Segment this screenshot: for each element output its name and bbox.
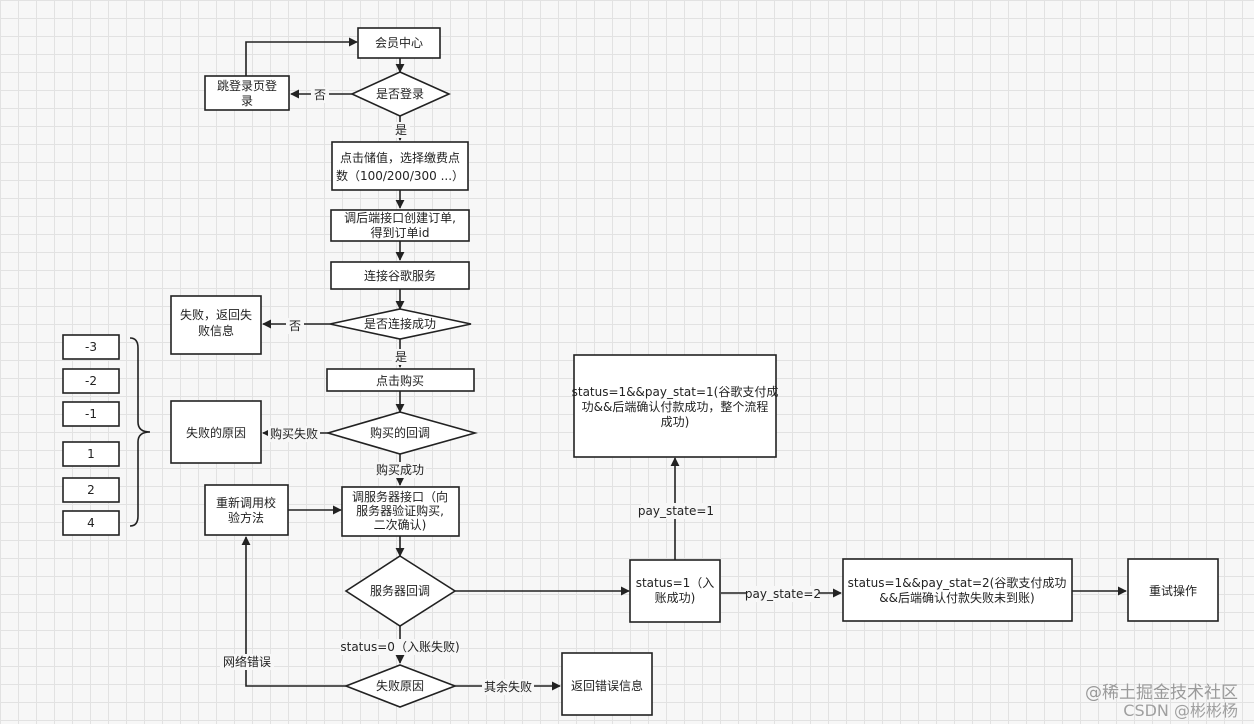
watermark-juejin: @稀土掘金技术社区: [1085, 683, 1238, 703]
label-is-connected: 是否连接成功: [364, 316, 436, 331]
label-goto-login-1: 跳登录页登: [217, 78, 277, 93]
label-fail-return-2: 败信息: [198, 323, 234, 338]
node-status-1: [629, 559, 721, 623]
error-code-box: [62, 441, 120, 467]
edge-label-no-connect: 否: [289, 319, 301, 333]
label-retry: 重试操作: [1149, 583, 1197, 598]
node-connect-google: [330, 261, 470, 290]
label-connect-google: 连接谷歌服务: [364, 268, 436, 283]
label-click-recharge-1: 点击储值，选择缴费点: [340, 150, 460, 165]
nodes: [170, 27, 1219, 716]
label-member-center: 会员中心: [375, 35, 423, 50]
edge-label-status-0: status=0（入账失败): [340, 639, 459, 654]
error-code-label: 1: [87, 447, 95, 461]
label-state-success-line: 成功): [661, 415, 690, 429]
node-is-logged-in: [350, 71, 451, 117]
label-call-server-verify-1: 调服务器接口（向: [352, 489, 448, 504]
edge-label-yes-connect: 是: [395, 350, 407, 364]
node-state-success: [573, 354, 777, 458]
node-server-callback: [344, 555, 457, 627]
watermark: @稀土掘金技术社区 CSDN @彬彬杨: [1085, 683, 1238, 720]
label-fail-reason-decision: 失败原因: [376, 678, 424, 693]
label-create-order-1: 调后端接口创建订单,: [344, 210, 456, 225]
label-state-fail-1: status=1&&pay_stat=2(谷歌支付成功: [848, 575, 1067, 590]
label-return-error: 返回错误信息: [571, 678, 643, 693]
error-code-label: -1: [85, 407, 97, 421]
label-state-success-line: status=1&&pay_stat=1(谷歌支付成: [572, 384, 779, 399]
label-goto-login-2: 录: [241, 94, 253, 108]
node-call-server-verify: [341, 486, 460, 537]
node-fail-reason-decision: [343, 664, 458, 708]
edge-network-error: [241, 536, 346, 687]
error-code-label: -3: [85, 340, 97, 354]
node-return-error: [561, 652, 653, 716]
edge-label-pay-state-2: pay_state=2: [745, 587, 821, 601]
watermark-csdn: CSDN @彬彬杨: [1123, 701, 1238, 720]
edge-login-loop: [245, 37, 358, 76]
label-server-callback: 服务器回调: [370, 583, 430, 598]
error-code-box: [62, 401, 120, 427]
node-purchase-callback: [325, 411, 478, 455]
node-labels: 会员中心 是否登录 跳登录页登 录 点击储值，选择缴费点 数（100/200/3…: [180, 35, 1197, 693]
node-fail-return: [170, 295, 262, 355]
label-call-server-verify-3: 二次确认): [374, 518, 427, 532]
edge-label-pay-state-1: pay_state=1: [638, 504, 714, 518]
node-member-center: [357, 27, 441, 59]
edge-label-yes-login: 是: [395, 123, 407, 137]
error-code-brace: [129, 337, 151, 527]
error-code-box: [62, 510, 120, 536]
node-click-buy: [326, 368, 475, 392]
node-is-connected: [329, 308, 472, 340]
label-fail-reason-box: 失败的原因: [186, 425, 246, 440]
node-goto-login: [204, 75, 290, 111]
error-code-box: [62, 368, 120, 394]
edge-label-no-login: 否: [314, 88, 326, 102]
label-status-1-2: 账成功): [655, 591, 696, 605]
edge-label-purchase-fail: 购买失败: [270, 426, 318, 441]
error-code-label: 2: [87, 483, 95, 497]
error-code-label: 4: [87, 516, 95, 530]
edge-labels: 否 是 否 是 购买失败 购买成功 status=0（入账失败) 网络错误 其余…: [220, 87, 821, 695]
edge-label-network-error: 网络错误: [223, 654, 271, 669]
node-click-recharge: [331, 141, 469, 191]
node-fail-reason-box: [170, 400, 262, 464]
label-status-1-1: status=1（入: [636, 576, 715, 590]
error-code-list: -3 -2 -1 1 2 4: [62, 334, 120, 536]
label-click-recharge-2: 数（100/200/300 ...）: [336, 168, 464, 183]
edge-label-purchase-success: 购买成功: [376, 462, 424, 477]
label-recall-verify-1: 重新调用校: [216, 495, 276, 510]
label-is-logged-in: 是否登录: [376, 86, 424, 101]
label-fail-return-1: 失败，返回失: [180, 307, 252, 322]
node-recall-verify: [204, 484, 289, 536]
label-call-server-verify-2: 服务器验证购买,: [356, 503, 444, 518]
edge-label-other-fail: 其余失败: [484, 679, 532, 694]
node-create-order: [330, 209, 470, 242]
label-click-buy: 点击购买: [376, 373, 424, 388]
node-state-fail: [842, 558, 1073, 622]
label-state-fail-2: &&后端确认付款失败未到账): [879, 590, 1034, 605]
label-purchase-callback: 购买的回调: [370, 425, 430, 440]
label-create-order-2: 得到订单id: [371, 225, 430, 240]
label-recall-verify-2: 验方法: [228, 510, 264, 525]
error-code-box: [62, 477, 120, 503]
error-code-label: -2: [85, 374, 97, 388]
error-code-box: [62, 334, 120, 360]
node-retry: [1127, 558, 1219, 622]
label-state-success-line: 功&&后端确认付款成功，整个流程: [582, 399, 769, 414]
